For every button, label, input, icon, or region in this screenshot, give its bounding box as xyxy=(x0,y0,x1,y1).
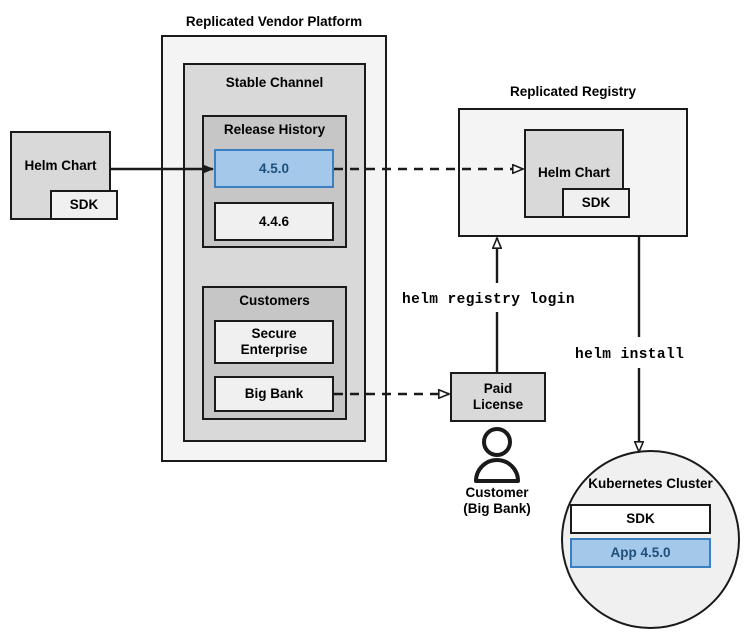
cluster-item-app xyxy=(570,538,711,568)
paid-license-label: Paid License xyxy=(472,381,524,412)
customer-item-secure-enterprise-label: Secure Enterprise xyxy=(240,326,308,357)
paid-license-node xyxy=(450,372,546,422)
customer-item-secure-enterprise[interactable] xyxy=(214,320,334,364)
cluster-item-sdk-label: SDK xyxy=(626,511,655,527)
person-icon xyxy=(474,427,520,483)
helm-install-label: helm install xyxy=(575,347,685,363)
registry-helm-chart-label: Helm Chart xyxy=(537,165,610,181)
platform-title: Replicated Vendor Platform xyxy=(185,14,363,29)
kubernetes-cluster-title: Kubernetes Cluster xyxy=(588,476,713,492)
source-sdk-node xyxy=(50,190,118,220)
customers-title: Customers xyxy=(239,293,310,309)
release-item-4-4-6-label: 4.4.6 xyxy=(258,213,290,229)
customer-caption: Customer (Big Bank) xyxy=(463,485,531,517)
release-item-4-5-0[interactable] xyxy=(214,149,334,188)
stable-channel-title: Stable Channel xyxy=(225,75,324,91)
registry-title: Replicated Registry xyxy=(509,84,637,99)
cluster-item-sdk xyxy=(570,504,711,534)
source-sdk-label: SDK xyxy=(69,197,99,213)
cluster-item-app-label: App 4.5.0 xyxy=(610,545,671,561)
release-item-4-4-6[interactable] xyxy=(214,202,334,241)
release-history-title: Release History xyxy=(223,122,326,138)
customer-item-big-bank-label: Big Bank xyxy=(244,386,304,402)
registry-sdk-label: SDK xyxy=(581,195,611,211)
release-item-4-5-0-label: 4.5.0 xyxy=(258,160,290,176)
source-helm-chart-label: Helm Chart xyxy=(24,158,97,174)
registry-sdk-node xyxy=(562,188,630,218)
helm-registry-login-label: helm registry login xyxy=(402,292,575,308)
customer-item-big-bank[interactable] xyxy=(214,376,334,412)
